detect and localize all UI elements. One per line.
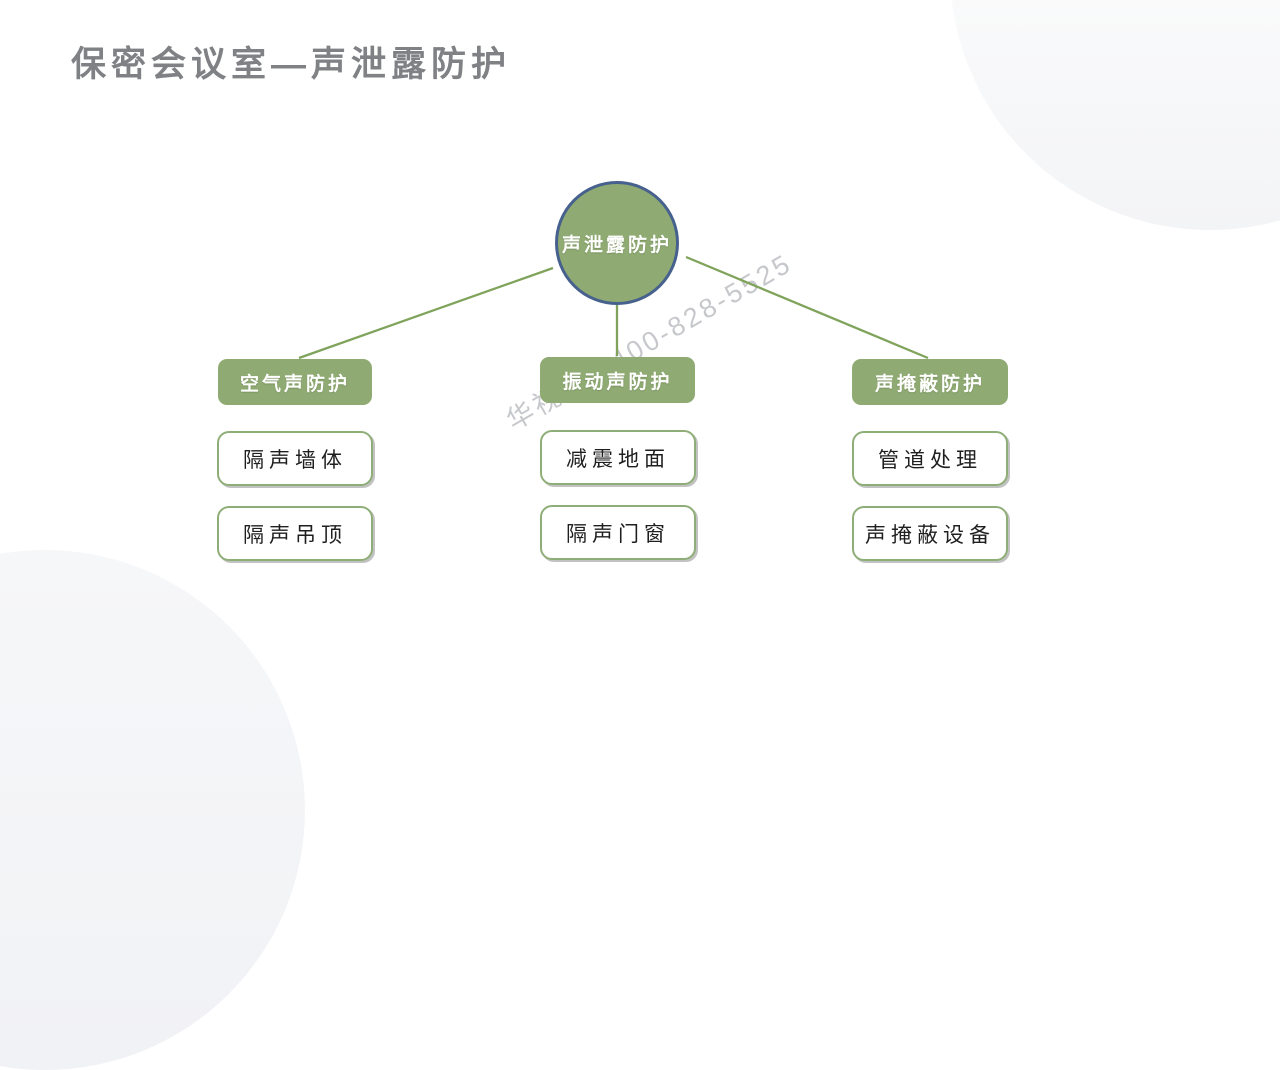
leaf-label: 减震地面 [566, 446, 670, 471]
leaf-label: 隔声吊顶 [243, 522, 347, 547]
branch-box-vibration-sound: 振动声防护 [540, 357, 695, 403]
leaf-label: 隔声墙体 [243, 447, 347, 472]
connector-left [298, 266, 554, 360]
branch-box-sound-masking: 声掩蔽防护 [852, 359, 1008, 405]
leaf-box-pipe-treatment: 管道处理 [852, 431, 1008, 486]
leaf-label: 声掩蔽设备 [865, 522, 995, 547]
background-circle-top-right [950, 0, 1280, 230]
leaf-label: 管道处理 [878, 447, 982, 472]
leaf-box-sound-insulation-doors-windows: 隔声门窗 [540, 505, 696, 560]
branch-box-air-sound: 空气声防护 [218, 359, 372, 405]
root-node-circle: 声泄露防护 [555, 181, 679, 305]
background-circle-bottom-left [0, 550, 305, 1070]
leaf-box-sound-insulation-ceiling: 隔声吊顶 [217, 506, 373, 561]
branch-label: 振动声防护 [562, 371, 673, 393]
leaf-box-shock-absorbing-floor: 减震地面 [540, 430, 696, 485]
leaf-label: 隔声门窗 [566, 521, 670, 546]
connector-right [685, 255, 929, 360]
slide-title: 保密会议室—声泄露防护 [71, 45, 512, 84]
leaf-box-sound-masking-equipment: 声掩蔽设备 [852, 506, 1008, 561]
branch-label: 空气声防护 [239, 373, 350, 395]
branch-label: 声掩蔽防护 [874, 373, 985, 395]
root-node-label: 声泄露防护 [561, 234, 672, 256]
leaf-box-sound-insulation-wall: 隔声墙体 [217, 431, 373, 486]
